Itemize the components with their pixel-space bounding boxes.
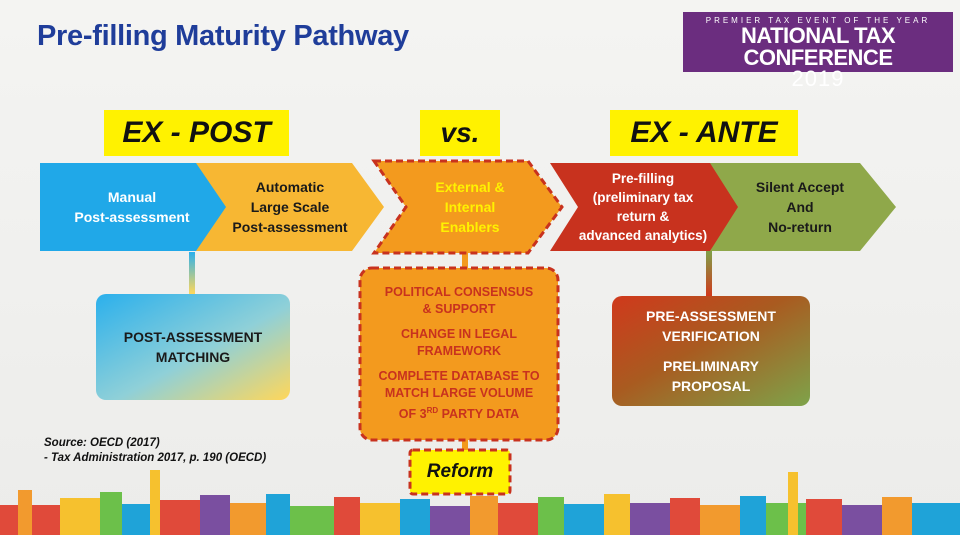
connector-left [189, 252, 195, 294]
conference-logo: PREMIER TAX EVENT OF THE YEAR NATIONAL T… [683, 12, 953, 90]
enabler-item-1: POLITICAL CONSENSUS [384, 285, 534, 300]
reform-label: Reform [426, 461, 494, 482]
arrow-enablers [371, 159, 564, 255]
logo-name: NATIONAL TAX CONFERENCE [740, 23, 896, 70]
reform-box [408, 448, 512, 496]
arrow-prefilling [550, 163, 740, 251]
arrow-automatic [196, 163, 384, 251]
enabler-item-2: CHANGE IN LEGAL [401, 327, 517, 342]
connector-right [706, 250, 712, 296]
arrow-manual [40, 163, 228, 251]
ex-post-header: EX - POST [104, 110, 289, 156]
enablers-list-box [358, 266, 560, 442]
vs-header: vs. [420, 110, 500, 156]
pre-assessment-box [612, 296, 810, 406]
source-citation: Source: OECD (2017) - Tax Administration… [44, 437, 267, 464]
logo-tagline: PREMIER TAX EVENT OF THE YEAR [705, 16, 931, 25]
enabler-item-3: COMPLETE DATABASE TO [378, 369, 540, 384]
arrow-silent [710, 163, 896, 251]
post-assessment-box [96, 294, 290, 400]
post-assessment-label: POST-ASSESSMENT MATCHING [123, 329, 263, 365]
ex-ante-header: EX - ANTE [610, 110, 798, 156]
connector-center [462, 250, 468, 270]
enablers-list-label: POLITICAL CONSENSUS & SUPPORT CHANGE IN … [378, 285, 540, 422]
connector-reform [462, 440, 468, 450]
skyline-decoration [0, 470, 960, 535]
logo-year: 2019 [791, 66, 845, 91]
page-title: Pre-filling Maturity Pathway [37, 20, 409, 52]
pre-assessment-label: PRE-ASSESSMENT VERIFICATION PRELIMINARY … [646, 308, 776, 394]
